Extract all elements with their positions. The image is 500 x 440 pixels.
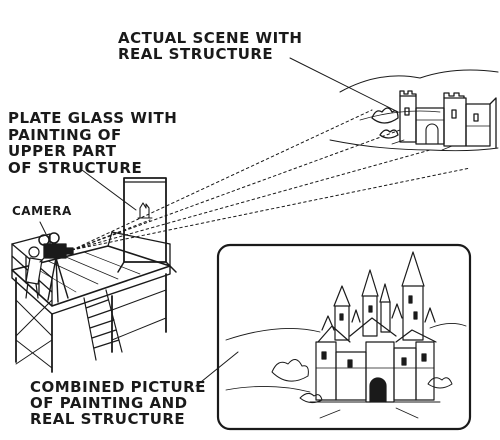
combined-picture <box>216 243 472 431</box>
camera-platform <box>11 231 171 373</box>
ground-line <box>329 139 499 152</box>
plate-glass-label: PLATE GLASS WITH PAINTING OF UPPER PART … <box>8 109 178 177</box>
combined-picture-label: COMBINED PICTURE OF PAINTING AND REAL ST… <box>30 378 206 428</box>
camera-lens <box>63 247 74 255</box>
camera-operator <box>25 246 49 299</box>
platform-stairs <box>83 289 123 361</box>
plate-glass-frame <box>117 177 177 273</box>
camera-body <box>43 243 67 259</box>
sight-lines <box>71 109 471 251</box>
camera-label-leader <box>39 221 47 235</box>
film-reel <box>48 232 60 244</box>
tree-cluster <box>271 359 309 382</box>
camera-rig <box>25 232 74 303</box>
camera-label: CAMERA <box>12 204 72 218</box>
glass-painting <box>139 202 150 219</box>
tree-cluster <box>427 377 453 389</box>
actual-scene-label: ACTUAL SCENE WITH REAL STRUCTURE <box>118 29 303 64</box>
tree-cluster <box>299 392 323 404</box>
castle-painted-upper <box>317 251 437 343</box>
castle-ruin <box>391 90 497 151</box>
tree-cluster <box>371 107 399 124</box>
glass-label-leader <box>81 169 137 211</box>
combined-label-leader <box>195 351 239 387</box>
castle-real-lower <box>309 341 441 419</box>
scene-label-leader <box>289 57 399 113</box>
tree-cluster <box>379 129 399 139</box>
tripod <box>47 257 69 303</box>
real-scene <box>329 69 499 152</box>
inset-frame <box>216 243 472 431</box>
hill-line <box>339 69 499 93</box>
